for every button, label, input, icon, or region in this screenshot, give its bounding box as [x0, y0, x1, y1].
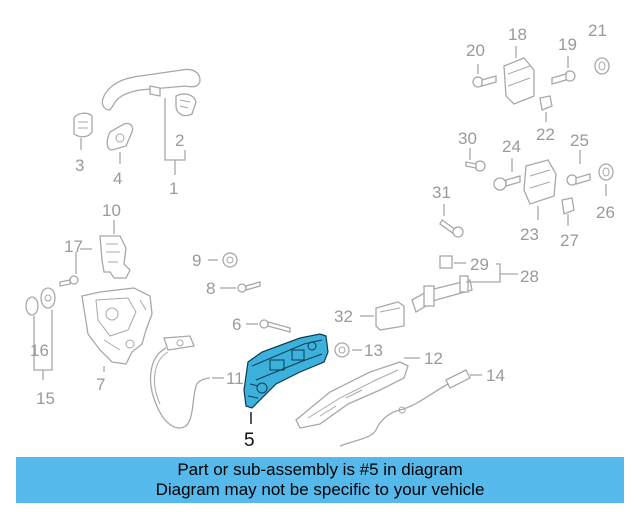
callout-18: 18 [508, 25, 527, 44]
callout-5: 5 [244, 430, 255, 451]
callout-1: 1 [169, 179, 178, 198]
part-outer-handle [101, 68, 201, 175]
callout-31: 31 [432, 183, 451, 202]
part-upper-hinge [472, 46, 610, 122]
callout-30: 30 [458, 129, 477, 148]
callout-28: 28 [520, 267, 539, 286]
part-grommet-13 [334, 342, 362, 358]
info-banner: Part or sub-assembly is #5 in diagram Di… [16, 457, 624, 503]
callout-2: 2 [175, 131, 184, 150]
callout-11: 11 [226, 369, 244, 388]
callout-25: 25 [570, 131, 589, 150]
part-bolt-31 [439, 204, 464, 238]
part-handle-cap [73, 112, 93, 150]
callout-27: 27 [560, 231, 579, 250]
callout-21: 21 [588, 21, 607, 40]
callout-14: 14 [486, 366, 505, 385]
callout-8: 8 [206, 279, 215, 298]
callout-17: 17 [64, 237, 83, 256]
callout-20: 20 [466, 41, 485, 60]
callout-29: 29 [470, 255, 489, 274]
part-reinforcement [99, 220, 131, 279]
callout-7: 7 [96, 375, 105, 394]
callout-6: 6 [232, 315, 241, 334]
part-grommets [25, 287, 56, 380]
callout-22: 22 [536, 125, 555, 144]
callout-13: 13 [364, 341, 383, 360]
callout-19: 19 [558, 35, 577, 54]
part-5-highlighted [243, 333, 329, 424]
part-bezel [106, 122, 134, 164]
part-bumper-32 [360, 301, 405, 331]
callout-15: 15 [36, 389, 55, 408]
part-screw-17 [59, 248, 92, 287]
part-small-hardware [208, 252, 291, 333]
callout-9: 9 [192, 251, 201, 270]
part-check-strap [411, 255, 518, 313]
callout-26: 26 [596, 203, 615, 222]
part-lower-hinge [465, 148, 614, 226]
callout-16: 16 [30, 341, 49, 360]
callout-10: 10 [102, 201, 121, 220]
part-latch [81, 287, 153, 372]
part-cable-11 [149, 335, 224, 429]
callout-23: 23 [520, 225, 539, 244]
callout-24: 24 [502, 137, 521, 156]
callout-4: 4 [113, 169, 122, 188]
part-inner-handle [295, 357, 420, 429]
callout-3: 3 [75, 156, 84, 175]
callout-32: 32 [334, 307, 353, 326]
banner-line-1: Part or sub-assembly is #5 in diagram [177, 460, 463, 479]
callout-12: 12 [424, 349, 443, 368]
banner-line-2: Diagram may not be specific to your vehi… [155, 480, 485, 499]
part-cable-14 [339, 369, 482, 447]
